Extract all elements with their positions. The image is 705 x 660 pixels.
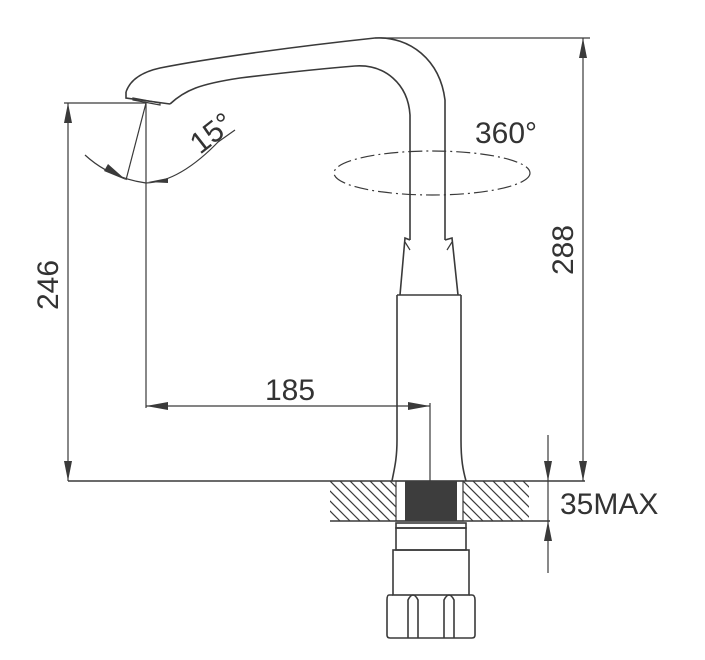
total-height-label: 288 (547, 225, 580, 275)
rotation-indicator (333, 150, 531, 196)
total-height-dimension (375, 37, 590, 481)
mounting-nut (386, 522, 476, 639)
deck-thickness-label: 35MAX (560, 488, 658, 521)
angle-label: 15° (184, 107, 240, 161)
deck-section (68, 480, 585, 522)
spout-reach-dimension (146, 402, 431, 481)
angle-annotation (84, 102, 236, 408)
spout-reach-label: 185 (265, 374, 315, 407)
spout-height-label: 246 (32, 260, 65, 310)
rotation-label: 360° (475, 117, 537, 150)
deck-thickness-dimension (544, 435, 552, 573)
faucet-body (125, 37, 467, 482)
spout-height-dimension (64, 102, 146, 481)
